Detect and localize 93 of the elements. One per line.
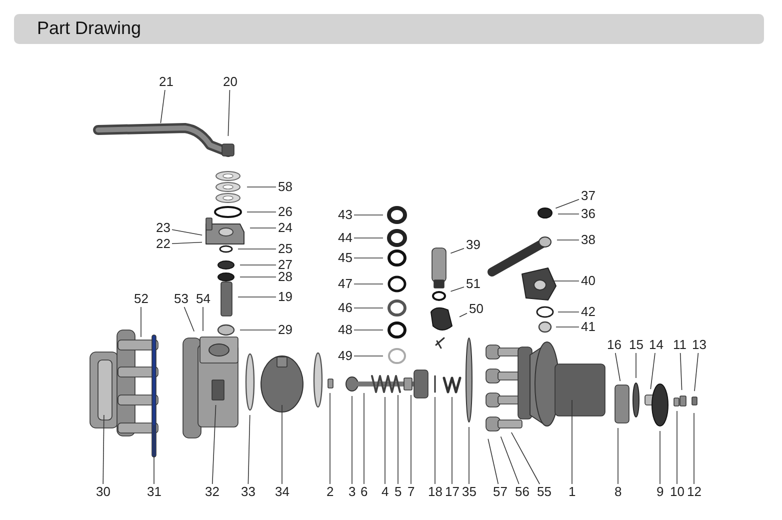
callout-number: 17 [445,485,460,499]
leader-line [228,90,230,136]
callout-number: 20 [223,75,238,89]
callout-number: 58 [278,180,292,194]
callout-number: 3 [348,485,356,499]
callout-number: 51 [466,277,480,291]
leader-line [468,426,470,484]
callout-number: 54 [196,292,210,306]
callout-number: 52 [134,292,148,306]
callout-number: 43 [338,208,352,222]
diagram-title: Part Drawing [37,17,142,39]
callout-number: 33 [241,485,256,499]
leader-line [240,264,276,266]
callout-number: 37 [581,189,596,203]
callout-number: 39 [466,238,480,252]
callout-number: 41 [581,320,596,334]
leader-line [246,186,276,188]
leader-line [556,326,580,328]
callout-number: 1 [568,485,576,499]
callout-number: 34 [275,485,290,499]
callout-number: 24 [278,221,292,235]
callout-number: 22 [156,237,170,251]
callout-number: 38 [581,233,596,247]
callout-number: 8 [614,485,622,499]
leader-line [248,414,250,484]
leader-line [434,396,436,484]
leader-line [240,276,276,278]
leader-line [354,214,384,216]
callout-number: 26 [278,205,292,219]
leader-line [680,352,682,390]
leader-line [694,352,699,392]
callout-number: 44 [338,231,352,245]
callout-number: 50 [469,302,484,316]
leader-line [238,248,276,250]
callout-number: 47 [338,277,352,291]
callout-number: 23 [156,221,170,235]
leader-line [202,306,204,332]
callout-number: 11 [673,338,686,352]
callout-number: 30 [96,485,110,499]
leader-line [384,396,386,484]
callout-number: 4 [382,485,389,499]
callout-number: 28 [278,270,292,284]
callout-number: 32 [205,485,220,499]
callout-number: 10 [670,485,684,499]
callout-number: 15 [629,338,644,352]
leader-line [140,306,142,338]
callout-number: 7 [408,485,415,499]
callout-number: 46 [338,301,352,315]
callout-number: 40 [581,274,596,288]
callout-number: 49 [338,349,352,363]
leader-line [172,242,202,244]
leader-line [172,229,202,236]
callout-number: 35 [462,485,476,499]
callout-number: 53 [174,292,188,306]
callout-number: 27 [278,258,292,272]
callout-number: 16 [607,338,622,352]
callout-number: 42 [581,305,596,319]
leader-line [102,414,104,484]
callout-number: 31 [147,485,162,499]
leader-line [650,352,656,390]
leader-line [184,306,195,332]
leader-line [614,352,621,382]
callout-number: 6 [360,485,368,499]
leader-line [238,296,276,298]
callout-number: 25 [278,242,292,256]
callout-number: 13 [692,338,706,352]
callout-number: 14 [649,338,664,352]
callout-number: 21 [159,75,174,89]
leader-line [212,404,216,484]
callout-number: 45 [338,251,352,265]
callout-number: 48 [338,323,352,337]
leader-line [552,280,580,282]
callout-number: 9 [656,485,664,499]
callout-number: 29 [278,323,292,337]
leader-line [555,199,580,209]
callout-number: 56 [515,485,530,499]
leader-line [676,410,678,484]
callout-number: 5 [394,485,402,499]
callout-number: 55 [537,485,552,499]
callout-number: 36 [581,207,596,221]
leader-line [500,436,520,484]
leader-line [511,432,540,484]
callout-number: 18 [428,485,442,499]
leader-line [450,286,464,292]
leader-line [410,394,412,484]
leader-line [160,90,166,124]
leader-line [459,312,468,318]
callout-number: 2 [326,485,334,499]
callout-number: 19 [278,290,292,304]
leader-line [450,248,464,254]
leader-line [488,438,499,484]
callout-number: 12 [687,485,702,499]
callout-number: 57 [493,485,508,499]
